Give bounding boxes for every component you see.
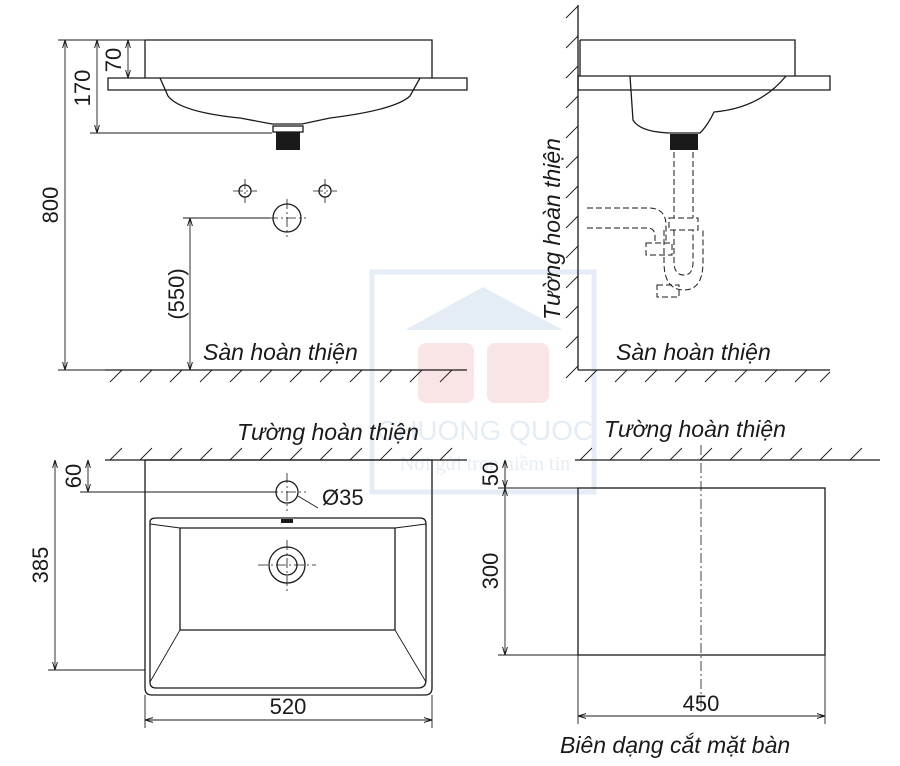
dim-450: 450 (683, 691, 720, 716)
sink-bowl (629, 75, 787, 134)
dim-800: 800 (38, 187, 63, 224)
side-view: 800 170 70 (550) Sàn hoàn thiện (38, 39, 468, 383)
dim-550: (550) (164, 268, 189, 319)
floor-hatch (584, 369, 831, 383)
sink-bowl (159, 77, 421, 125)
countertop (107, 77, 468, 91)
wall-label: Tường hoàn thiện (539, 138, 565, 320)
wall-hatch (579, 447, 863, 461)
drain-body (276, 132, 300, 150)
dim-60: 60 (61, 464, 86, 488)
floor-label: Sàn hoàn thiện (616, 339, 771, 365)
p-trap-pipe (587, 152, 704, 298)
svg-text:CHUONG QUOC: CHUONG QUOC (377, 415, 593, 446)
wall-label: Tường hoàn thiện (604, 416, 786, 442)
bowl-outer (149, 517, 427, 689)
sink-rim (579, 39, 796, 76)
sink-outline (144, 459, 433, 696)
floor-hatch (109, 369, 453, 383)
svg-text:Nơi gửi trọn niềm tin: Nơi gửi trọn niềm tin (400, 453, 570, 475)
bowl-edges (149, 523, 427, 683)
dim-170: 170 (70, 70, 95, 107)
rear-view: Tường hoàn thiện Sàn hoàn thiện (539, 5, 831, 383)
cutout-view: Tường hoàn thiện 50 300 450 Biên dạng cắ… (478, 416, 880, 758)
dim-385: 385 (28, 547, 53, 584)
overflow (281, 519, 293, 523)
cutout-rectangle (577, 487, 826, 656)
wall-hatch (109, 447, 453, 461)
tap-hole-marks (233, 179, 337, 237)
dim-520: 520 (270, 694, 307, 719)
dim-300: 300 (478, 553, 503, 590)
cutout-caption: Biên dạng cắt mặt bàn (560, 732, 790, 758)
wall-hatch (565, 5, 579, 379)
top-view: Tường hoàn thiện Ø35 385 60 520 (28, 419, 467, 728)
drain-flange (272, 125, 304, 133)
dim-50: 50 (478, 462, 503, 486)
sink-rim (144, 39, 433, 78)
floor-label: Sàn hoàn thiện (203, 339, 358, 365)
dim-70: 70 (101, 48, 126, 72)
wall-label: Tường hoàn thiện (237, 419, 419, 445)
bowl-floor (179, 527, 396, 631)
watermark-logo: CHUONG QUOC Nơi gửi trọn niềm tin (369, 269, 597, 495)
countertop (577, 75, 831, 91)
dim-tap-hole: Ø35 (322, 485, 364, 510)
drain-body (670, 134, 698, 150)
